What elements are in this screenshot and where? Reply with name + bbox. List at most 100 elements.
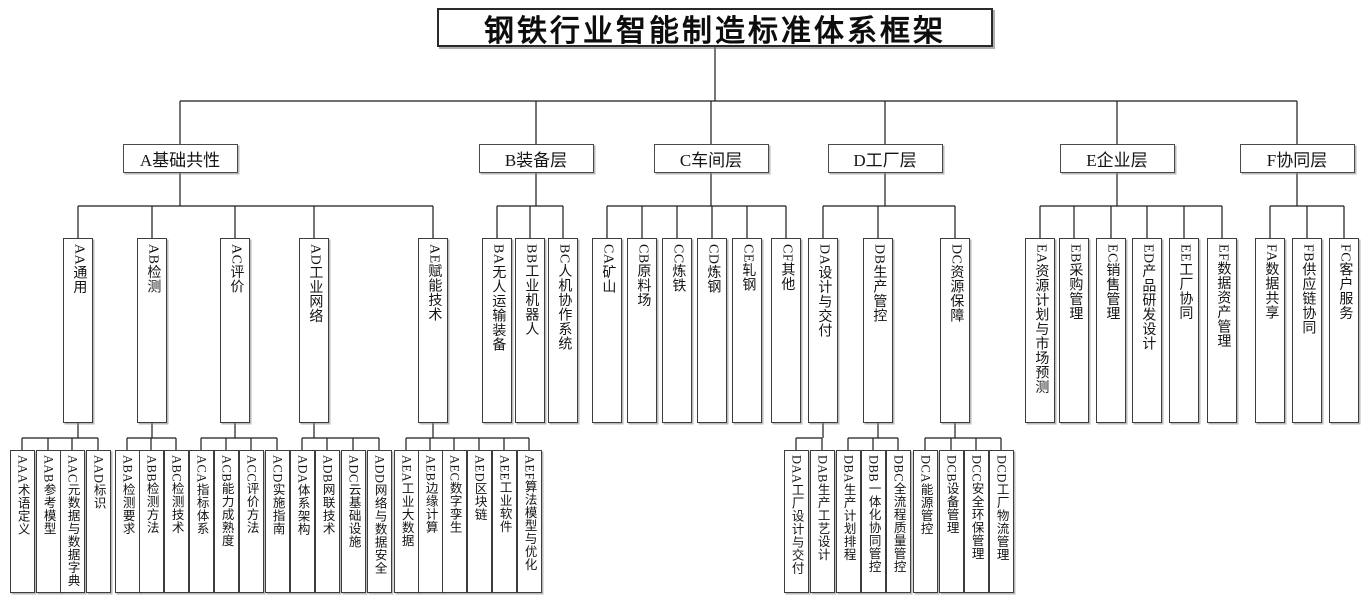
node-label-aea: AEA工业大数据 (399, 455, 414, 548)
node-abc: ABC检测技术 (163, 450, 189, 593)
node-label-aad: AAD标识 (91, 455, 106, 510)
node-label-ba: BA无人运输装备 (490, 244, 506, 352)
node-d: D工厂层 (827, 144, 943, 173)
node-label-acd: ACD实施指南 (270, 455, 285, 535)
node-label-ca: CA矿山 (600, 244, 616, 294)
node-label-acb: ACB能力成熟度 (219, 455, 234, 548)
node-dcb: DCB设备管理 (938, 450, 964, 593)
node-label-ae: AE赋能技术 (426, 244, 442, 322)
node-ef: EF数据资产管理 (1207, 238, 1237, 423)
node-label-aac: AAC元数据与数据字典 (65, 455, 80, 587)
node-aaa: AAA术语定义 (9, 450, 35, 593)
node-label-da: DA设计与交付 (816, 244, 832, 338)
node-label-ada: ADA体系架构 (295, 455, 310, 536)
node-aab: AAB参考模型 (35, 450, 61, 593)
node-label-ce: CE轧钢 (740, 244, 756, 292)
node-label-cc: CC炼铁 (670, 244, 686, 293)
node-label-dcc: DCC安全环保管理 (969, 455, 984, 561)
node-ca: CA矿山 (592, 238, 622, 423)
node-dc: DC资源保障 (940, 238, 970, 423)
node-label-add: ADD网络与数据安全 (372, 455, 387, 575)
node-ada: ADA体系架构 (289, 450, 315, 593)
node-eb: EB采购管理 (1059, 238, 1089, 423)
node-ed: ED产品研发设计 (1132, 238, 1162, 423)
node-label-abb: ABB检测方法 (144, 455, 159, 535)
node-ab: AB检测 (137, 238, 167, 423)
node-label-ab: AB检测 (145, 244, 161, 294)
connector-path (21, 47, 1345, 450)
node-abb: ABB检测方法 (138, 450, 164, 593)
node-label-aca: ACA指标体系 (194, 455, 209, 535)
node-aba: ABA检测要求 (114, 450, 140, 593)
node-label-c: C车间层 (679, 151, 743, 170)
node-a: A基础共性 (122, 144, 238, 173)
node-dbb: DBB一体化协同管控 (860, 450, 886, 593)
node-aec: AEC数字孪生 (441, 450, 467, 593)
node-label-abc: ABC检测技术 (169, 455, 184, 535)
node-label-ec: EC销售管理 (1104, 244, 1120, 321)
node-e: E企业层 (1059, 144, 1175, 173)
node-label-dc: DC资源保障 (948, 244, 964, 323)
node-label-aaa: AAA术语定义 (15, 455, 30, 536)
node-cc: CC炼铁 (662, 238, 692, 423)
node-da: DA设计与交付 (808, 238, 838, 423)
node-acb: ACB能力成熟度 (213, 450, 239, 593)
node-adb: ADB网联技术 (314, 450, 340, 593)
node-label-db: DB生产管控 (871, 244, 887, 323)
node-label-b: B装备层 (504, 151, 568, 170)
node-f: F协同层 (1239, 144, 1355, 173)
node-bb: BB工业机器人 (515, 238, 545, 423)
node-acc: ACC评价方法 (238, 450, 264, 593)
node-aef: AEF算法模型与优化 (516, 450, 542, 593)
node-label-fb: FB供应链协同 (1300, 244, 1316, 335)
node-ba: BA无人运输装备 (482, 238, 512, 423)
node-aca: ACA指标体系 (188, 450, 214, 593)
node-label-ad: AD工业网络 (307, 244, 323, 324)
node-daa: DAA工厂设计与交付 (783, 450, 809, 593)
node-dcc: DCC安全环保管理 (963, 450, 989, 593)
node-label-fc: FC客户服务 (1337, 244, 1353, 321)
node-label-aee: AEE工业软件 (497, 455, 512, 533)
node-label-dcd: DCD工厂物流管理 (994, 455, 1009, 561)
node-label-ed: ED产品研发设计 (1140, 244, 1156, 351)
node-dba: DBA生产计划排程 (835, 450, 861, 593)
node-label-e: E企业层 (1086, 151, 1148, 170)
node-dbc: DBC全流程质量管控 (885, 450, 911, 593)
node-label-aab: AAB参考模型 (41, 455, 56, 535)
node-label-dcb: DCB设备管理 (944, 455, 959, 535)
node-label-aed: AED区块链 (472, 455, 487, 522)
node-label-dbb: DBB一体化协同管控 (866, 455, 881, 574)
node-b: B装备层 (478, 144, 594, 173)
node-dca: DCA能源管控 (912, 450, 938, 593)
node-label-acc: ACC评价方法 (244, 455, 259, 535)
node-dcd: DCD工厂物流管理 (988, 450, 1014, 593)
node-label-ac: AC评价 (228, 244, 244, 294)
node-label-dbc: DBC全流程质量管控 (891, 455, 906, 574)
node-dab: DAB生产工艺设计 (809, 450, 835, 593)
node-add: ADD网络与数据安全 (366, 450, 392, 593)
node-label-ef: EF数据资产管理 (1215, 244, 1231, 349)
node-aa: AA通用 (63, 238, 93, 423)
node-cf: CF其他 (771, 238, 801, 423)
node-aea: AEA工业大数据 (393, 450, 419, 593)
node-label-d: D工厂层 (853, 151, 917, 170)
node-label-eb: EB采购管理 (1067, 244, 1083, 321)
node-ea: EA资源计划与市场预测 (1025, 238, 1055, 423)
node-label-aeb: AEB边缘计算 (423, 455, 438, 534)
node-label-dca: DCA能源管控 (918, 455, 933, 535)
node-ad: AD工业网络 (299, 238, 329, 423)
node-aeb: AEB边缘计算 (417, 450, 443, 593)
node-aac: AAC元数据与数据字典 (59, 450, 85, 593)
node-label-aef: AEF算法模型与优化 (522, 455, 537, 572)
node-label-ea: EA资源计划与市场预测 (1033, 244, 1049, 395)
node-label-cf: CF其他 (779, 244, 795, 292)
node-cd: CD炼钢 (697, 238, 727, 423)
node-label-aba: ABA检测要求 (120, 455, 135, 535)
node-ac: AC评价 (220, 238, 250, 423)
node-aee: AEE工业软件 (491, 450, 517, 593)
node-ee: EE工厂协同 (1169, 238, 1199, 423)
node-label-ee: EE工厂协同 (1177, 244, 1193, 321)
node-label-f: F协同层 (1266, 151, 1328, 170)
